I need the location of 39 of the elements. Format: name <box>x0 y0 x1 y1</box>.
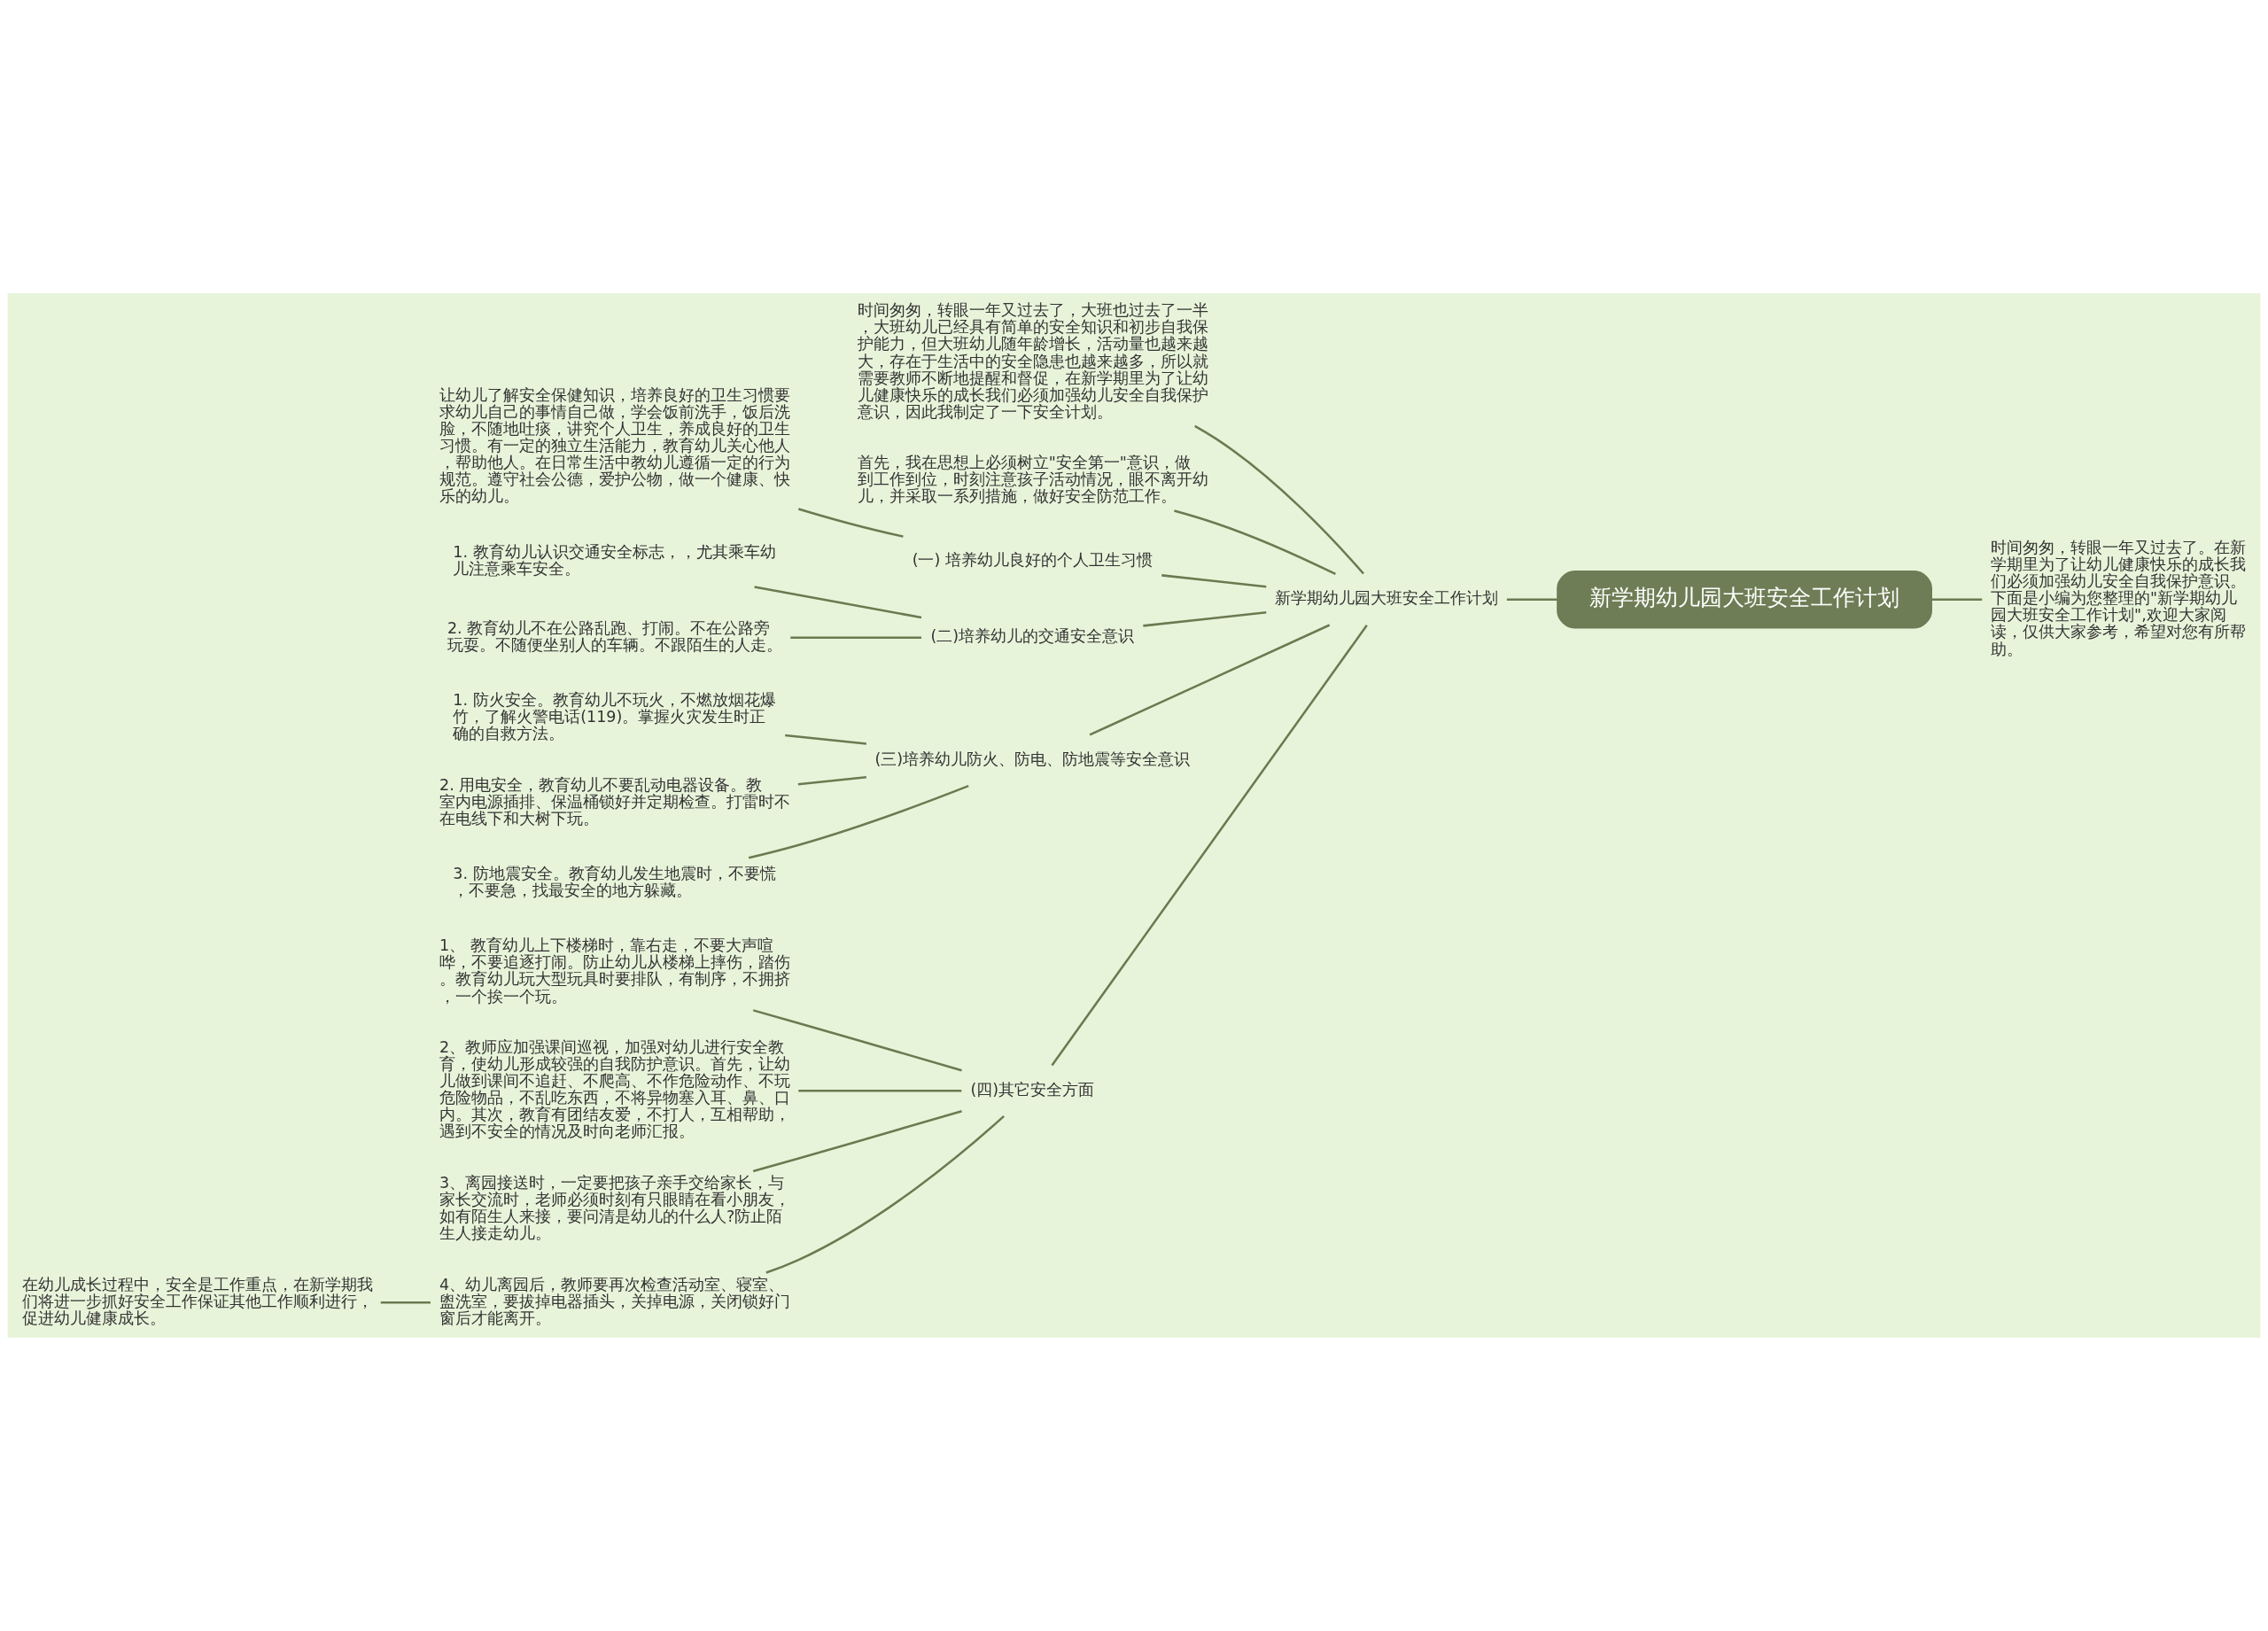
node-text: 4、幼儿离园后，教师要再次检查活动室、寝室、盥洗室，要拔掉电器插头，关掉电源，关闭锁好门窗后才能离开。 <box>439 1275 791 1327</box>
node-text: 1、 教育幼儿上下楼梯时，靠右走，不要大声喧哗，不要追逐打闹。防止幼儿从楼梯上摔伤，踏伤。教育幼儿玩大型玩具时要排队，有制序，不拥挤，一个挨一个玩。 <box>439 936 791 1006</box>
connector <box>1174 509 1336 576</box>
node-text: 时间匆匆，转眼一年又过去了。在新学期里为了让幼儿健康快乐的成长我们必须加强幼儿安全自我保护意识。下面是小编为您整理的"新学期幼儿园大班安全工作计划",欢迎大家阅读，仅供大家参考，希望对您有所帮助。 <box>1991 538 2247 658</box>
connector <box>798 1089 962 1092</box>
connector <box>790 636 921 640</box>
connector <box>765 1115 1005 1274</box>
node-text: (一) 培养幼儿良好的个人卫生习惯 <box>912 551 1153 570</box>
connector <box>1089 624 1331 736</box>
connector <box>1161 574 1267 588</box>
node-box: 新学期幼儿园大班安全工作计划 <box>1557 571 1932 629</box>
connector <box>797 776 867 786</box>
connector <box>1143 611 1267 627</box>
node-text: 2. 教育幼儿不在公路乱跑、打闹。不在公路旁玩耍。不随便坐别人的车辆。不跟陌生的人走。 <box>447 618 782 654</box>
connector <box>797 508 904 538</box>
connector <box>1194 424 1364 575</box>
connector <box>754 586 922 619</box>
node-text: 新学期幼儿园大班安全工作计划 <box>1275 589 1499 608</box>
connector <box>785 734 866 745</box>
node-text: 时间匆匆，转眼一年又过去了，大班也过去了一半，大班幼儿已经具有简单的安全知识和初步自我保护能力，但大班幼儿随年龄增长，活动量也越来越大，存在于生活中的安全隐患也越来越多，所以就需要教师不断地提醒和督促，在新学期里为了让幼儿健康快乐的成长我们必须加强幼儿安全自我保护意识，因此我制定了一下安全计划。 <box>857 301 1208 421</box>
node-text: (三)培养幼儿防火、防电、防地震等安全意识 <box>874 749 1191 768</box>
node-text: 在幼儿成长过程中，安全是工作重点，在新学期我们将进一步抓好安全工作保证其他工作顺利进行，促进幼儿健康成长。 <box>21 1275 373 1327</box>
connector <box>752 1009 962 1072</box>
node-text: 2. 用电安全，教育幼儿不要乱动电器设备。教室内电源插排、保温桶锁好并定期检查。打雷时不在电线下和大树下玩。 <box>439 775 791 827</box>
connector <box>1931 598 1983 601</box>
node-text: (四)其它安全方面 <box>970 1080 1095 1099</box>
node-text: 让幼儿了解安全保健知识，培养良好的卫生习惯要求幼儿自己的事情自己做，学会饭前洗手，饭后洗脸，不随地吐痰，讲究个人卫生，养成良好的卫生习惯。有一定的独立生活能力，教育幼儿关心他人，帮助他人。在日常生活中教幼儿遵循一定的行为规范。遵守社会公德，爱护公物，做一个健康、快乐的幼儿。 <box>439 385 791 506</box>
connector <box>1506 598 1557 601</box>
node-text: (二)培养幼儿的交通安全意识 <box>930 627 1135 646</box>
connector <box>748 784 969 859</box>
node-text: 3、离园接送时，一定要把孩子亲手交给家长，与家长交流时，老师必须时刻有只眼睛在看小朋友，如有陌生人来接，要问清是幼儿的什么人?防止陌生人接走幼儿。 <box>439 1173 791 1243</box>
connector <box>380 1301 431 1304</box>
node-text: 2、教师应加强课间巡视，加强对幼儿进行安全教育，使幼儿形成较强的自我防护意识。首先，让幼儿做到课间不追赶、不爬高、不作危险动作、不玩危险物品，不乱吃东西，不将异物塞入耳、鼻、口内。其次，教育有团结友爱，不打人，互相帮助，遇到不安全的情况及时向老师汇报。 <box>439 1037 791 1141</box>
connector <box>1051 625 1368 1067</box>
connector <box>752 1109 962 1173</box>
node-text: 3. 防地震安全。教育幼儿发生地震时，不要慌，不要急，找最安全的地方躲藏。 <box>453 864 776 899</box>
node-text: 1. 教育幼儿认识交通安全标志，，尤其乘车幼儿注意乘车安全。 <box>453 542 776 578</box>
node-text: 1. 防火安全。教育幼儿不玩火，不燃放烟花爆竹，了解火警电话(119)。掌握火灾发生时正确的自救方法。 <box>453 690 776 743</box>
node-text: 首先，我在思想上必须树立"安全第一"意识，做到工作到位，时刻注意孩子活动情况，眼不离开幼儿，并采取一系列措施，做好安全防范工作。 <box>857 454 1208 506</box>
